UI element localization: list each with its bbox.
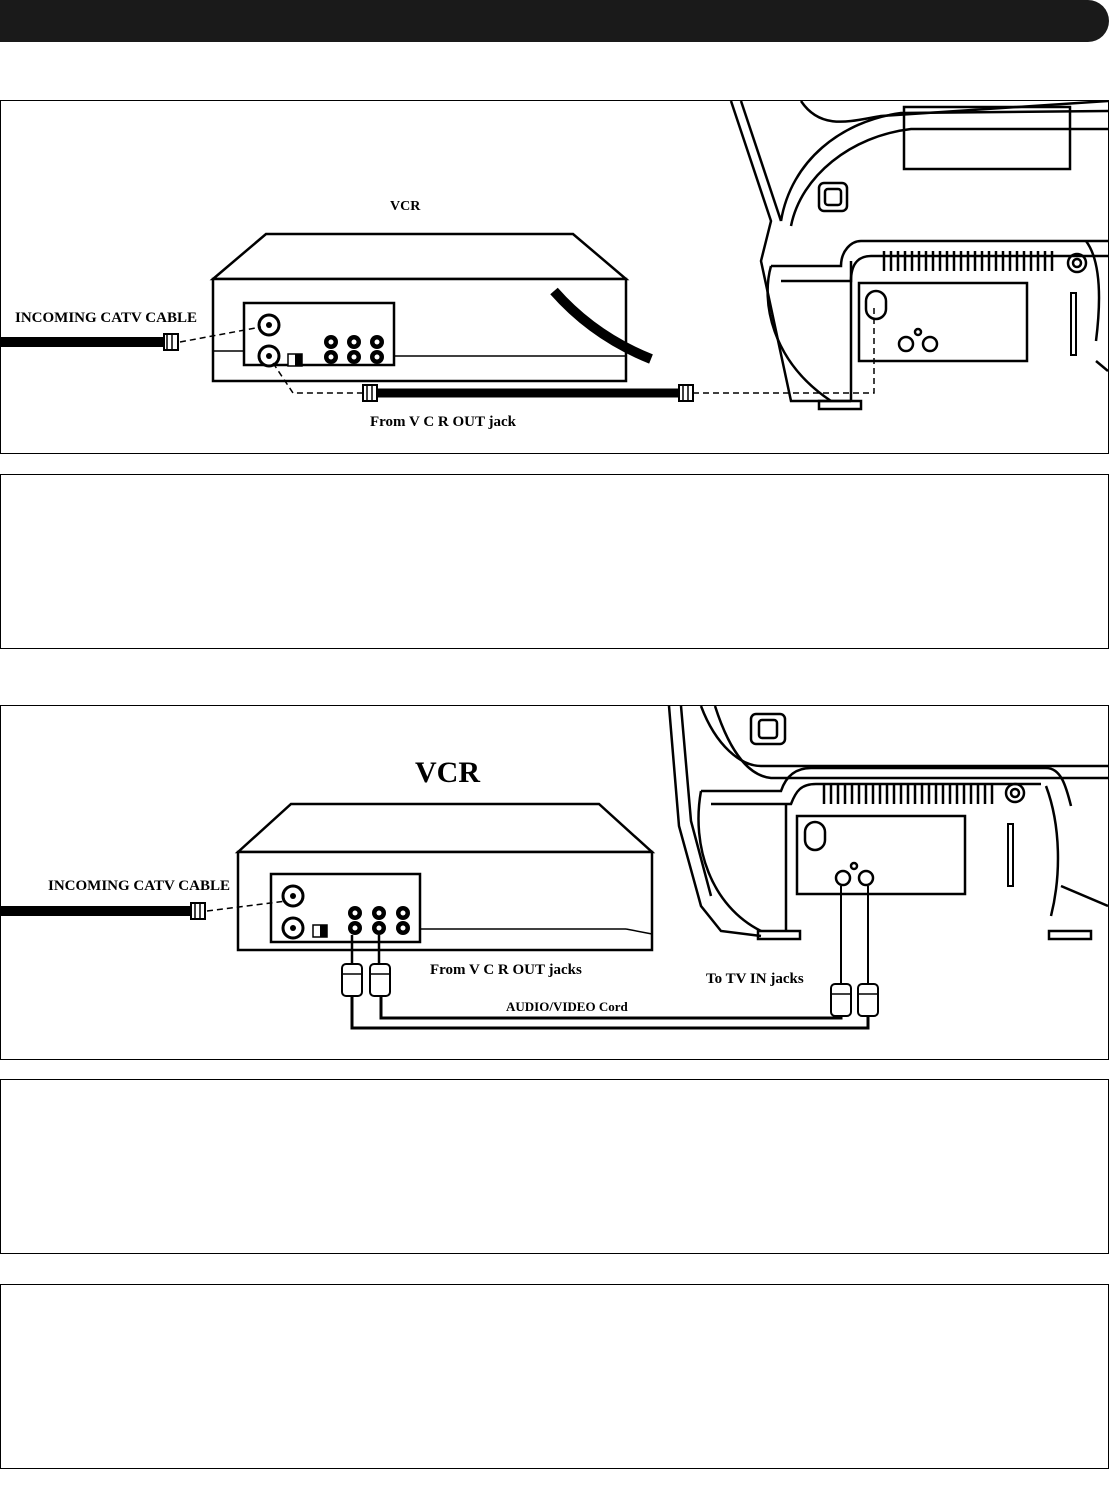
text-box-2 [0,1079,1109,1254]
vcr-unit [209,232,630,383]
text-box-1 [0,474,1109,649]
audio-video-cord-label: AUDIO/VIDEO Cord [506,999,628,1014]
incoming-catv-cable [1,326,262,351]
audio-video-cord [341,886,879,1030]
vcr-power-cord [550,287,653,364]
tv-vent-slots [882,251,1054,271]
tv-vent-slots [822,784,994,804]
from-vcr-out-label: From V C R OUT jack [370,414,517,430]
vcr-jacks [257,313,384,368]
vcr-label: VCR [390,199,421,214]
header-bar [0,0,1109,42]
vcr-label: VCR [415,756,480,789]
vcr-jacks [281,884,410,940]
rf-coax-cable [272,306,875,402]
from-vcr-out-label: From V C R OUT jacks [430,962,582,978]
incoming-catv-label: INCOMING CATV CABLE [15,310,197,326]
diagram-vcr-av-connection: VCR INCOMING CATV CABLE From V C R OUT j… [0,705,1109,1060]
diagram-2-svg: VCR INCOMING CATV CABLE From V C R OUT j… [1,706,1108,1030]
incoming-catv-cable [1,900,287,920]
diagram-1-svg: VCR INCOMING CATV CABLE From V C R OUT j… [1,101,1108,430]
to-tv-in-label: To TV IN jacks [706,971,804,987]
incoming-catv-label: INCOMING CATV CABLE [48,878,230,894]
tv-rear-view [667,706,1108,941]
tv-rear-view [729,101,1108,411]
diagram-vcr-rf-connection: VCR INCOMING CATV CABLE From V C R OUT j… [0,100,1109,454]
vcr-unit [234,802,656,952]
text-box-3 [0,1284,1109,1469]
